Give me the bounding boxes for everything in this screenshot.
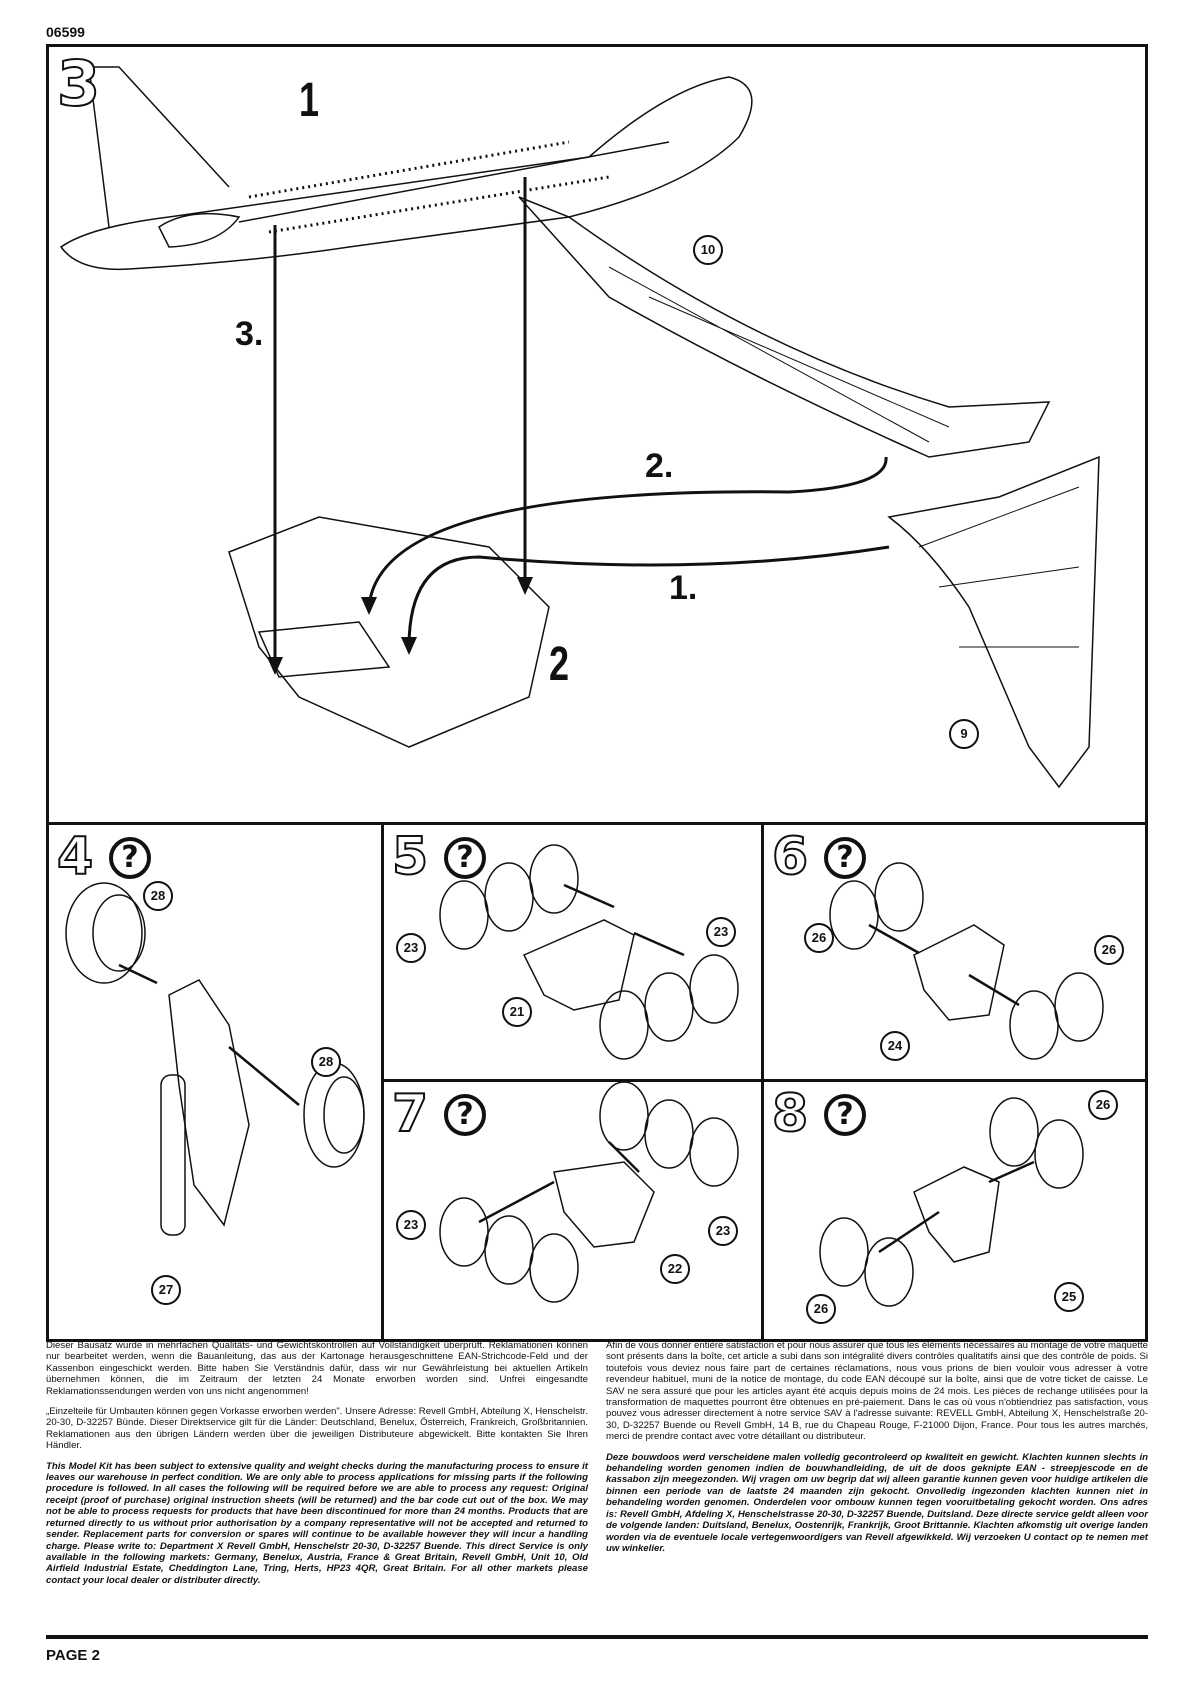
question-icon[interactable]: ? — [444, 1094, 486, 1136]
arrow-label-3: 3. — [235, 315, 264, 353]
arrow-label-2: 2. — [645, 447, 674, 485]
step-3-drawing — [59, 66, 1100, 789]
assembly-arrows — [273, 177, 890, 667]
left-wing — [887, 455, 1100, 789]
step-6-drawing — [829, 862, 1104, 1060]
question-icon[interactable]: ? — [444, 837, 486, 879]
notice-dutch: Deze bouwdoos werd verscheidene malen vo… — [606, 1451, 1148, 1554]
part-label-wing-box: 2 — [549, 638, 570, 691]
question-icon[interactable]: ? — [824, 1094, 866, 1136]
notice-column-right: Afin de vous donner entière satisfaction… — [606, 1340, 1148, 1563]
step-4-panel: 4 ? 28 28 27 — [46, 822, 384, 1342]
step-8-drawing — [819, 1097, 1084, 1307]
right-wing — [518, 196, 1051, 458]
notice-german-1: Dieser Bausatz wurde in mehrfachen Quali… — [46, 1340, 588, 1397]
wing-box — [228, 516, 550, 748]
step-number: 4 — [56, 827, 94, 887]
callout-part-25: 25 — [1054, 1282, 1084, 1312]
step-4-drawing — [65, 882, 365, 1236]
step-7-panel: 7 ? 23 23 22 — [381, 1079, 765, 1342]
step-8-panel: 8 ? 26 26 25 — [761, 1079, 1148, 1342]
step-number: 5 — [391, 827, 429, 887]
step-number: 6 — [771, 827, 809, 887]
callout-part-27: 27 — [151, 1275, 181, 1305]
callout-part-23-left: 23 — [396, 933, 426, 963]
callout-part-26-bottom: 26 — [806, 1294, 836, 1324]
tail-fin — [88, 66, 230, 228]
callout-part-26-left: 26 — [804, 923, 834, 953]
part-label-fuselage: 1 — [299, 74, 320, 127]
callout-part-26-right: 26 — [1094, 935, 1124, 965]
step-7-drawing — [439, 1082, 739, 1303]
step-number: 8 — [771, 1084, 809, 1144]
notice-english: This Model Kit has been subject to exten… — [46, 1460, 588, 1586]
step-number: 7 — [391, 1084, 429, 1144]
kit-number: 06599 — [46, 24, 85, 40]
arrow-label-1: 1. — [669, 569, 698, 607]
callout-part-28-top: 28 — [143, 881, 173, 911]
notice-french: Afin de vous donner entière satisfaction… — [606, 1340, 1148, 1443]
step-number: 3 — [56, 47, 101, 120]
footer-rule — [46, 1635, 1148, 1639]
callout-part-23-left: 23 — [396, 1210, 426, 1240]
question-icon[interactable]: ? — [824, 837, 866, 879]
callout-part-21: 21 — [502, 997, 532, 1027]
step-5-panel: 5 ? 23 23 21 — [381, 822, 765, 1082]
callout-part-23-right: 23 — [708, 1216, 738, 1246]
callout-part-26-top: 26 — [1088, 1090, 1118, 1120]
callout-part-22: 22 — [660, 1254, 690, 1284]
callout-part-9: 9 — [949, 719, 979, 749]
callout-part-24: 24 — [880, 1031, 910, 1061]
callout-part-28-right: 28 — [311, 1047, 341, 1077]
step-3-panel: 3 1 2 3. 2. 1. 10 9 — [46, 44, 1148, 825]
callout-part-10: 10 — [693, 235, 723, 265]
notice-german-2: „Einzelteile für Umbauten können gegen V… — [46, 1406, 588, 1452]
fuselage-outline — [59, 76, 753, 271]
callout-part-23-right: 23 — [706, 917, 736, 947]
notice-column-left: Dieser Bausatz wurde in mehrfachen Quali… — [46, 1340, 588, 1595]
step-6-panel: 6 ? 26 26 24 — [761, 822, 1148, 1082]
page-label: PAGE 2 — [46, 1647, 100, 1664]
step-5-drawing — [439, 844, 739, 1060]
question-icon[interactable]: ? — [109, 837, 151, 879]
